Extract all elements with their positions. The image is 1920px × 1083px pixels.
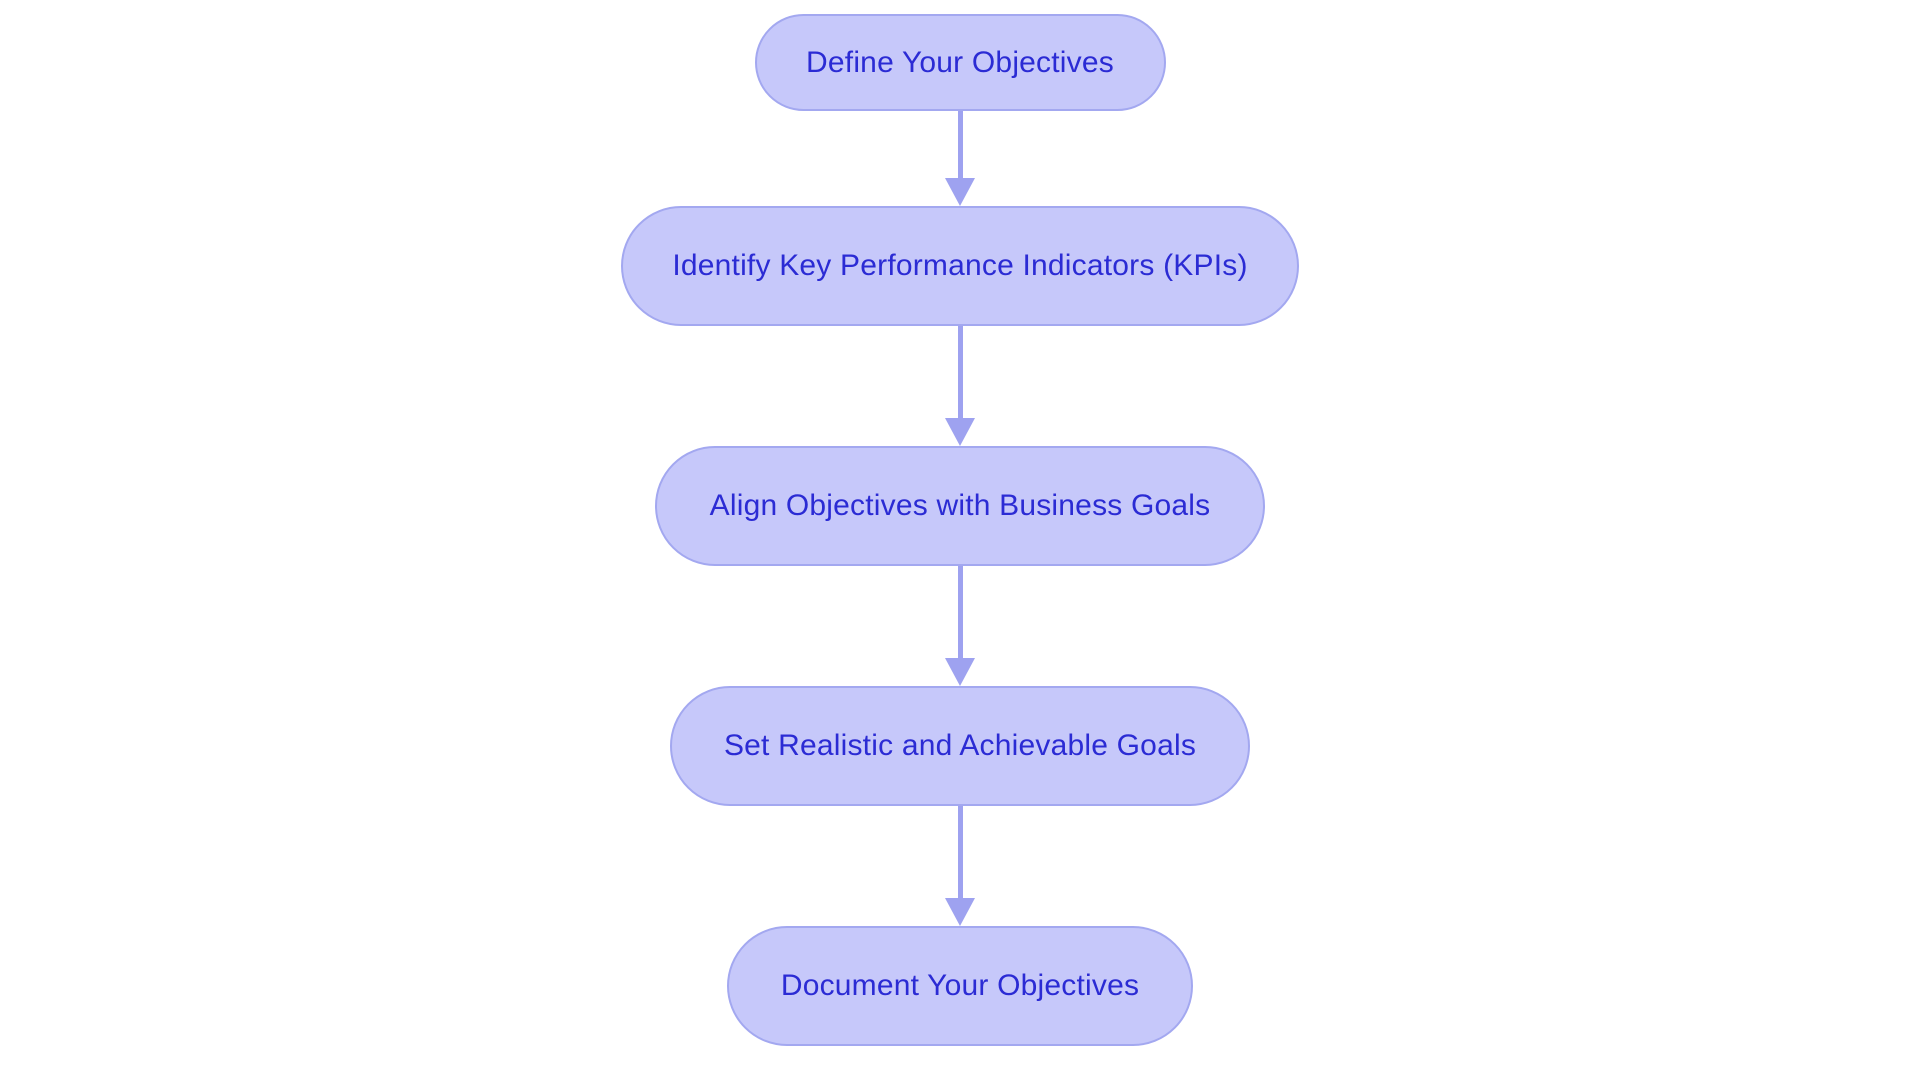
flowchart-connector-4 [945, 806, 975, 926]
node-label: Identify Key Performance Indicators (KPI… [672, 249, 1248, 282]
flowchart-node-align-objectives-with-business-goals[interactable]: Align Objectives with Business Goals [655, 446, 1265, 566]
flowchart-connector-1 [945, 111, 975, 206]
connector-line [957, 326, 963, 418]
node-label: Set Realistic and Achievable Goals [723, 729, 1197, 762]
node-label: Document Your Objectives [780, 969, 1140, 1002]
down-arrow-icon [945, 898, 975, 926]
flowchart-node-set-realistic-and-achievable-goals[interactable]: Set Realistic and Achievable Goals [670, 686, 1250, 806]
connector-line [957, 566, 963, 658]
down-arrow-icon [945, 658, 975, 686]
connector-line [957, 111, 963, 178]
flowchart-node-document-your-objectives[interactable]: Document Your Objectives [727, 926, 1193, 1046]
down-arrow-icon [945, 178, 975, 206]
node-label: Align Objectives with Business Goals [709, 489, 1211, 522]
flowchart-node-define-your-objectives[interactable]: Define Your Objectives [754, 14, 1166, 111]
flowchart-node-identify-key-performance-indicators[interactable]: Identify Key Performance Indicators (KPI… [621, 206, 1299, 326]
connector-line [957, 806, 963, 898]
down-arrow-icon [945, 418, 975, 446]
flowchart-connector-3 [945, 566, 975, 686]
flowchart-connector-2 [945, 326, 975, 446]
node-label: Define Your Objectives [806, 45, 1114, 79]
